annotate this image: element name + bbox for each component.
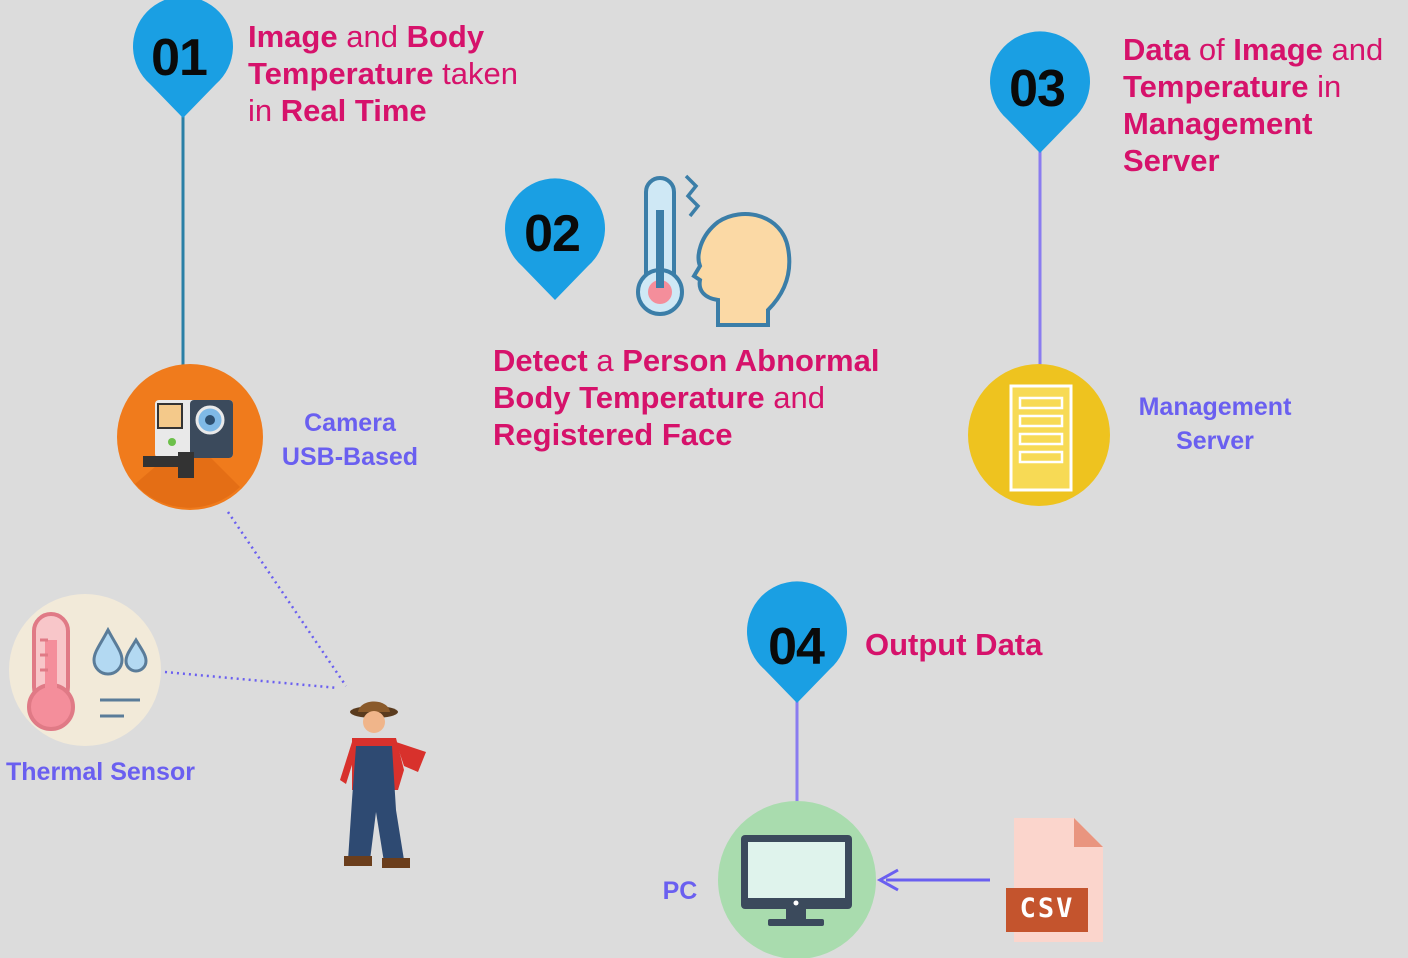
step-text-fragment: Body xyxy=(406,19,485,54)
step-text-fragment: Temperature xyxy=(1123,69,1309,104)
step-number-01: 01 xyxy=(151,29,208,87)
step-text-fragment: and xyxy=(764,380,825,415)
step-text-fragment: a xyxy=(587,343,623,378)
step-text-fragment: Registered Face xyxy=(493,417,733,452)
camera-label: Camera USB-Based xyxy=(262,406,438,474)
step-text-fragment: of xyxy=(1190,32,1234,67)
map-pin-icon xyxy=(989,31,1090,154)
camera-label-line-2: USB-Based xyxy=(281,443,419,471)
server-label-line-2: Server xyxy=(1176,427,1254,455)
camera-label-line-1: Camera xyxy=(304,409,396,437)
step-text-fragment: in xyxy=(1308,69,1342,104)
map-pin-icon xyxy=(133,0,233,118)
step-text-fragment: Data xyxy=(1123,32,1191,67)
dotted-camera-person xyxy=(226,511,348,687)
thermal-sensor-label: Thermal Sensor xyxy=(6,758,195,786)
dotted-thermal-person xyxy=(164,670,339,690)
server-label: Management Server xyxy=(1120,390,1310,458)
fever-head-icon xyxy=(636,174,792,327)
step-text-fragment: in xyxy=(248,93,281,128)
step-text-fragment: Image xyxy=(248,19,338,54)
step-number-04: 04 xyxy=(768,618,825,676)
step-text-fragment: Body Temperature xyxy=(493,380,765,415)
csv-file-icon xyxy=(1006,818,1103,942)
step-text-fragment: Server xyxy=(1123,143,1220,178)
pc-label: PC xyxy=(662,877,698,905)
thermometer-droplets-icon xyxy=(9,594,161,746)
csv-to-pc-arrow xyxy=(876,868,990,892)
map-pin-icon xyxy=(505,178,605,300)
step-number-02: 02 xyxy=(524,205,581,263)
csv-label: CSV xyxy=(1019,893,1075,924)
step-text-fragment: taken xyxy=(433,56,518,91)
step-text-fragment: Temperature xyxy=(248,56,434,91)
action-camera-icon xyxy=(117,364,263,510)
step-number-03: 03 xyxy=(1009,60,1066,118)
map-pin-icon xyxy=(747,581,848,703)
step-04-description: Output Data xyxy=(865,626,1085,663)
step-text-fragment: Management xyxy=(1123,106,1313,141)
monitor-icon xyxy=(718,801,876,958)
step-text-fragment: and xyxy=(1322,32,1384,67)
step-text-fragment: Real Time xyxy=(280,93,427,128)
server-icon xyxy=(968,364,1110,506)
step-text-fragment: Person Abnormal xyxy=(622,343,880,378)
worker-person-icon xyxy=(340,701,426,868)
step-text-fragment: Detect xyxy=(493,343,588,378)
step-text-fragment: Image xyxy=(1233,32,1323,67)
step-text-fragment: Output Data xyxy=(865,627,1043,662)
server-label-line-1: Management xyxy=(1138,393,1292,421)
step-text-fragment: and xyxy=(337,19,407,54)
